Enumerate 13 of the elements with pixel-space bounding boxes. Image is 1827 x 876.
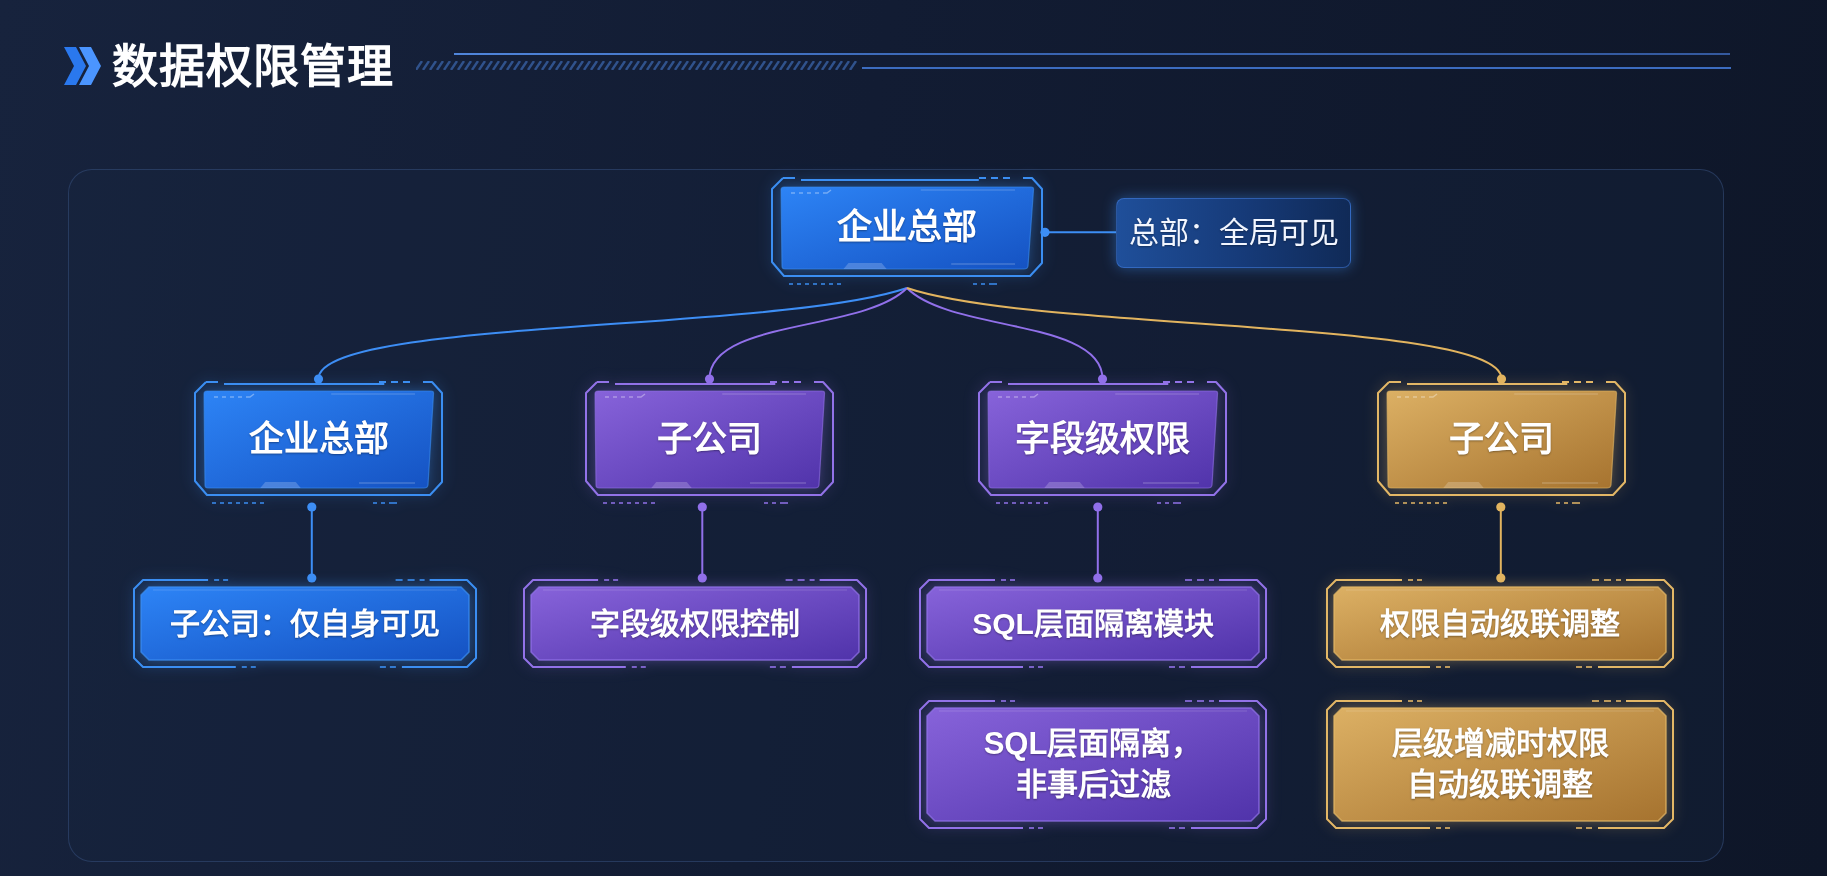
- note-box: 总部：全局可见: [1116, 198, 1351, 268]
- detail-box: SQL层面隔离模块: [918, 578, 1268, 669]
- detail-box: 层级增减时权限自动级联调整: [1325, 699, 1675, 830]
- node-box: 子公司: [583, 379, 836, 507]
- detail-box: 权限自动级联调整: [1325, 578, 1675, 669]
- node-box: 企业总部: [192, 379, 445, 507]
- node-box: 字段级权限: [976, 379, 1229, 507]
- detail-box: SQL层面隔离，非事后过滤: [918, 699, 1268, 830]
- detail-box: 字段级权限控制: [522, 578, 868, 669]
- title: 数据权限管理: [112, 40, 394, 92]
- node-box: 企业总部: [769, 175, 1045, 288]
- detail-box: 子公司：仅自身可见: [132, 578, 478, 669]
- node-box: 子公司: [1375, 379, 1628, 507]
